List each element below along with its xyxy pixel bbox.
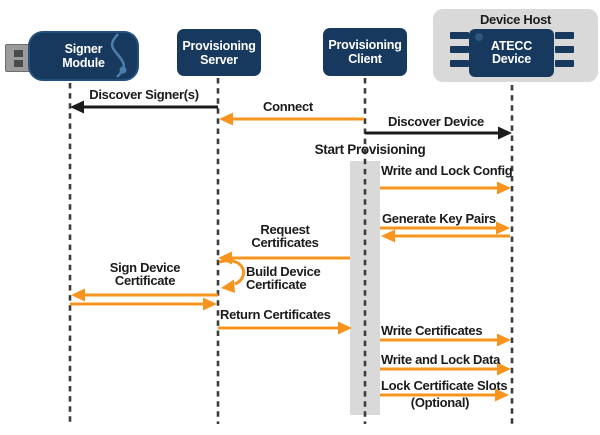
signer-module-label: Signer Module [62,42,105,70]
label-write-lock-config: Write and Lock Config [381,163,513,178]
provisioning-client-actor: Provisioning Client [323,28,407,76]
arrow-write-lock-data [380,362,511,376]
activation-bar-client [350,161,380,415]
usb-accent-curve [110,33,127,78]
provisioning-client-label: Provisioning Client [328,38,402,66]
usb-body-icon: Signer Module [28,31,139,81]
chip-pin1-dot-icon [475,33,483,41]
device-host-title: Device Host [479,12,552,27]
label-lock-certificate-slots-optional: (Optional) [410,395,470,410]
label-discover-device: Discover Device [388,114,484,129]
arrow-connect [219,112,364,126]
chip-pin [450,32,469,39]
chip-pin [555,46,574,53]
signer-module-actor: Signer Module [3,25,143,85]
atecc-chip-icon: ATECC Device [469,29,554,77]
label-generate-key-pairs: Generate Key Pairs [382,211,496,226]
arrow-build-device-certificate [218,259,246,293]
usb-hole [14,60,23,67]
label-build-device-certificate: Build Device Certificate [246,264,321,292]
arrow-lock-certificate-slots [380,388,509,402]
usb-hole [14,50,23,57]
arrow-write-certificates [380,333,511,347]
provisioning-server-actor: Provisioning Server [177,29,261,76]
chip-pin [555,60,574,67]
label-return-certificates: Return Certificates [220,307,331,322]
chip-pin [450,46,469,53]
label-request-certificates: Request Certificates [251,222,319,250]
label-discover-signers: Discover Signer(s) [89,87,199,102]
arrow-sign-device-certificate [70,288,218,311]
label-sign-device-certificate: Sign Device Certificate [109,260,181,288]
label-connect: Connect [263,99,313,114]
arrow-generate-key-pairs [380,221,510,243]
label-start-provisioning: Start Provisioning [314,142,426,157]
arrow-discover-signers [70,100,218,114]
chip-pin [555,32,574,39]
device-host-panel: Device Host ATECC Device [433,9,598,82]
arrow-return-certificates [218,321,352,335]
label-write-certificates: Write Certificates [381,323,483,338]
label-write-lock-data: Write and Lock Data [381,352,501,367]
atecc-device-label: ATECC Device [490,38,533,66]
arrow-write-lock-config [380,181,511,195]
chip-pin [450,60,469,67]
label-lock-certificate-slots: Lock Certificate Slots [381,378,508,393]
arrow-discover-device [365,126,512,140]
provisioning-server-label: Provisioning Server [182,38,256,67]
